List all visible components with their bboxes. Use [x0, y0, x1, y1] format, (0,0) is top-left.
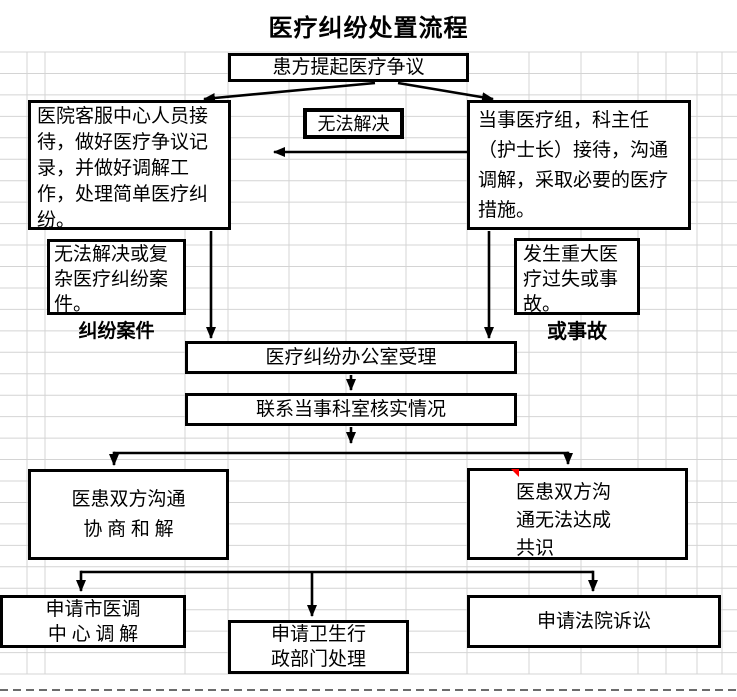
dispute-case-label: 纠纷案件 — [78, 321, 155, 342]
node-service-center-box[interactable]: 医院客服中心人员接 待，做好医疗争议记 录，并做好调解工 作，处理简单医疗纠 纷… — [28, 100, 231, 231]
page-title: 医疗纠纷处置流程 — [268, 16, 469, 42]
node-complex-case-box[interactable]: 无法解决或复 杂医疗纠纷案 件。 — [47, 239, 186, 315]
node-verify-box[interactable]: 联系当事科室核实情况 — [185, 393, 517, 426]
node-court-box[interactable]: 申请法院诉讼 — [467, 595, 721, 648]
node-mediation-box[interactable]: 申请市医调 中 心 调 解 — [0, 595, 186, 648]
arrow-start-to-service — [203, 81, 376, 103]
node-office-accept-box[interactable]: 医疗纠纷办公室受理 — [185, 341, 517, 374]
node-major-fault-box[interactable]: 发生重大医 疗过失或事 故。 — [514, 238, 640, 315]
arrow-start-to-medteam — [397, 81, 494, 103]
node-unresolved-box[interactable]: 无法解决 — [303, 108, 404, 139]
node-negotiate-box[interactable]: 医患双方沟通 协 商 和 解 — [28, 469, 229, 560]
node-health-admin-box[interactable]: 申请卫生行 政部门处理 — [228, 620, 409, 674]
node-medical-team-box[interactable]: 当事医疗组，科主任 （护士长）接待，沟通 调解，采取必要的医疗 措施。 — [467, 100, 691, 230]
node-start-box[interactable]: 患方提起医疗争议 — [228, 53, 469, 82]
node-no-consensus-box[interactable]: 医患双方沟 通无法达成 共识 — [467, 468, 688, 560]
comment-indicator-icon — [511, 469, 519, 477]
accident-label: 或事故 — [547, 321, 607, 343]
